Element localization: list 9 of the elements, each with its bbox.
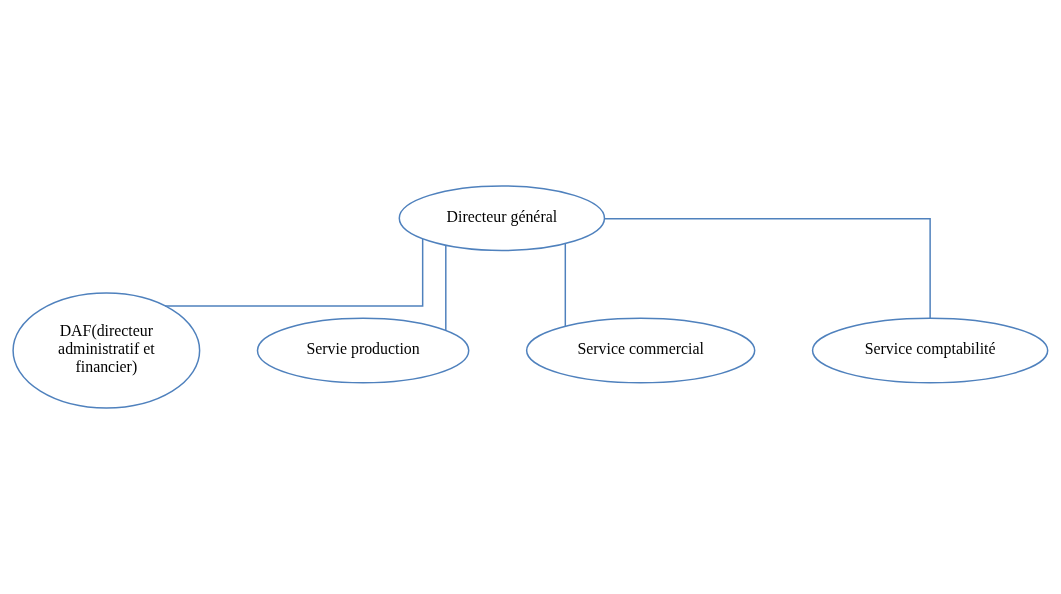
- node-ellipse: Servie production: [256, 317, 470, 384]
- node-ellipse: Service comptabilité: [811, 317, 1049, 384]
- node-ellipse: DAF(directeur administratif et financier): [12, 292, 201, 409]
- connector: [164, 238, 424, 307]
- connector: [564, 243, 567, 327]
- node-ellipse: Directeur général: [398, 185, 606, 252]
- node-ellipse: Service commercial: [525, 317, 756, 384]
- connector: [603, 217, 931, 320]
- connector: [445, 244, 447, 332]
